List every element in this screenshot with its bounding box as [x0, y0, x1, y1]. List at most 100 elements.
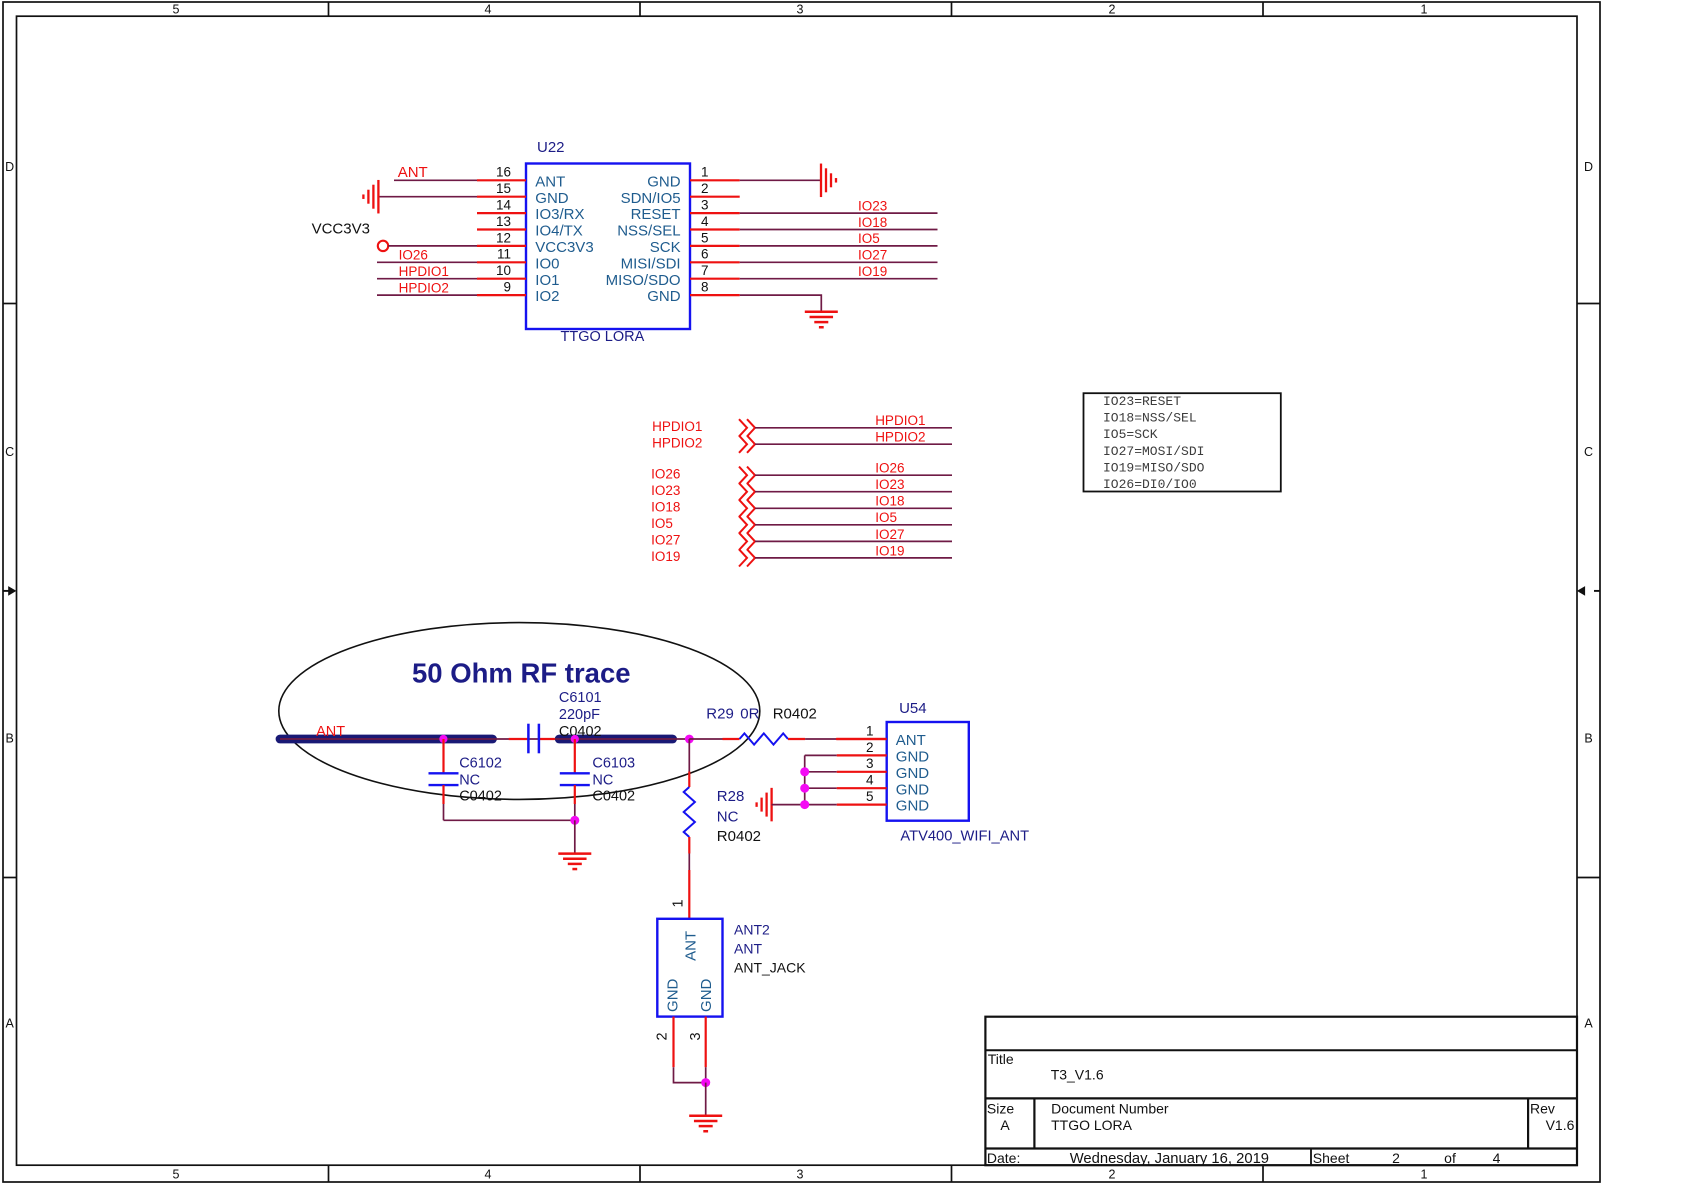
svg-text:B: B	[1584, 732, 1592, 746]
svg-text:6: 6	[701, 247, 709, 262]
svg-text:HPDIO2: HPDIO2	[399, 280, 449, 295]
svg-text:220pF: 220pF	[559, 707, 600, 723]
svg-text:HPDIO2: HPDIO2	[875, 430, 925, 445]
svg-text:GND: GND	[896, 765, 930, 782]
svg-text:ANT: ANT	[398, 164, 428, 181]
svg-text:1: 1	[866, 723, 874, 738]
svg-text:2: 2	[866, 740, 874, 755]
svg-text:16: 16	[496, 165, 511, 180]
svg-text:RESET: RESET	[631, 206, 681, 223]
svg-text:IO23: IO23	[858, 198, 887, 213]
svg-text:GND: GND	[665, 978, 682, 1012]
svg-text:1: 1	[1421, 3, 1428, 17]
svg-text:4: 4	[866, 773, 874, 788]
svg-text:NSS/SEL: NSS/SEL	[617, 223, 680, 240]
svg-text:IO19: IO19	[875, 543, 904, 558]
svg-text:5: 5	[173, 1168, 180, 1182]
svg-text:SDN/IO5: SDN/IO5	[621, 190, 681, 207]
svg-text:5: 5	[701, 230, 709, 245]
svg-text:C: C	[5, 445, 14, 459]
svg-text:TTGO LORA: TTGO LORA	[561, 329, 645, 345]
svg-text:Wednesday, January 16, 2019: Wednesday, January 16, 2019	[1070, 1151, 1269, 1167]
svg-text:50 Ohm RF trace: 50 Ohm RF trace	[412, 658, 631, 689]
svg-text:A: A	[1000, 1117, 1010, 1133]
svg-text:ATV400_WIFI_ANT: ATV400_WIFI_ANT	[900, 828, 1029, 844]
svg-text:A: A	[6, 1017, 15, 1031]
svg-text:T3_V1.6: T3_V1.6	[1051, 1066, 1104, 1082]
svg-text:Size: Size	[987, 1101, 1014, 1117]
svg-text:IO23=RESET: IO23=RESET	[1103, 394, 1181, 409]
svg-text:Date:: Date:	[987, 1150, 1020, 1166]
svg-text:MISO/SDO: MISO/SDO	[606, 272, 681, 289]
svg-text:IO18: IO18	[651, 500, 680, 515]
svg-text:HPDIO1: HPDIO1	[875, 413, 925, 428]
svg-text:3: 3	[688, 1032, 704, 1040]
svg-text:ANT: ANT	[683, 931, 700, 961]
svg-text:C0402: C0402	[559, 724, 602, 740]
svg-text:ANT: ANT	[734, 941, 762, 957]
svg-text:IO4/TX: IO4/TX	[535, 223, 583, 240]
svg-text:ANT_JACK: ANT_JACK	[734, 960, 806, 976]
svg-text:4: 4	[701, 214, 709, 229]
svg-text:1: 1	[701, 165, 709, 180]
svg-text:IO26: IO26	[651, 467, 680, 482]
svg-text:9: 9	[503, 280, 511, 295]
svg-text:1: 1	[1421, 1168, 1428, 1182]
svg-text:3: 3	[866, 756, 874, 771]
svg-text:IO5: IO5	[858, 231, 880, 246]
svg-text:ANT: ANT	[316, 724, 345, 740]
svg-text:V1.6: V1.6	[1546, 1117, 1575, 1133]
svg-text:U22: U22	[537, 139, 565, 156]
svg-text:ANT: ANT	[896, 732, 926, 749]
svg-text:IO5: IO5	[651, 516, 673, 531]
svg-text:TTGO LORA: TTGO LORA	[1051, 1117, 1133, 1133]
svg-text:R29: R29	[706, 706, 734, 723]
svg-text:D: D	[1584, 160, 1593, 174]
svg-text:GND: GND	[535, 190, 569, 207]
svg-text:Document Number: Document Number	[1051, 1101, 1169, 1117]
svg-text:HPDIO1: HPDIO1	[652, 419, 702, 434]
svg-text:B: B	[6, 732, 14, 746]
svg-text:3: 3	[797, 1168, 804, 1182]
svg-text:GND: GND	[896, 798, 930, 815]
svg-text:IO19=MISO/SDO: IO19=MISO/SDO	[1103, 460, 1205, 475]
svg-text:GND: GND	[647, 288, 681, 305]
svg-text:GND: GND	[647, 173, 681, 190]
svg-text:VCC3V3: VCC3V3	[312, 221, 370, 238]
svg-text:0R: 0R	[740, 706, 759, 723]
svg-text:IO1: IO1	[535, 272, 559, 289]
svg-text:IO26: IO26	[399, 248, 428, 263]
svg-text:14: 14	[496, 198, 512, 213]
svg-text:NC: NC	[459, 772, 480, 788]
svg-text:Title: Title	[988, 1051, 1014, 1067]
svg-text:5: 5	[866, 789, 874, 804]
svg-text:2: 2	[1109, 1168, 1116, 1182]
svg-text:HPDIO2: HPDIO2	[652, 436, 702, 451]
svg-text:5: 5	[173, 3, 180, 17]
svg-text:2: 2	[655, 1032, 671, 1040]
svg-text:IO23: IO23	[875, 477, 904, 492]
svg-text:A: A	[1584, 1017, 1593, 1031]
svg-text:IO27: IO27	[858, 248, 887, 263]
svg-text:VCC3V3: VCC3V3	[535, 239, 593, 256]
svg-text:IO27: IO27	[875, 527, 904, 542]
svg-text:C6102: C6102	[459, 756, 502, 772]
svg-text:R0402: R0402	[773, 706, 817, 723]
svg-text:2: 2	[1109, 3, 1116, 17]
svg-text:U54: U54	[899, 700, 927, 717]
svg-text:2: 2	[1392, 1150, 1400, 1166]
svg-text:3: 3	[797, 3, 804, 17]
svg-text:IO5: IO5	[875, 510, 897, 525]
svg-text:4: 4	[485, 3, 492, 17]
svg-text:1: 1	[671, 899, 687, 907]
svg-text:IO2: IO2	[535, 288, 559, 305]
svg-text:IO3/RX: IO3/RX	[535, 206, 584, 223]
svg-text:IO27=MOSI/SDI: IO27=MOSI/SDI	[1103, 444, 1204, 459]
svg-text:C6103: C6103	[592, 756, 635, 772]
svg-text:4: 4	[1493, 1150, 1501, 1166]
svg-text:Sheet: Sheet	[1313, 1150, 1350, 1166]
svg-text:IO26: IO26	[875, 461, 904, 476]
svg-text:IO18=NSS/SEL: IO18=NSS/SEL	[1103, 411, 1197, 426]
svg-text:C: C	[1584, 445, 1593, 459]
svg-text:7: 7	[701, 263, 709, 278]
